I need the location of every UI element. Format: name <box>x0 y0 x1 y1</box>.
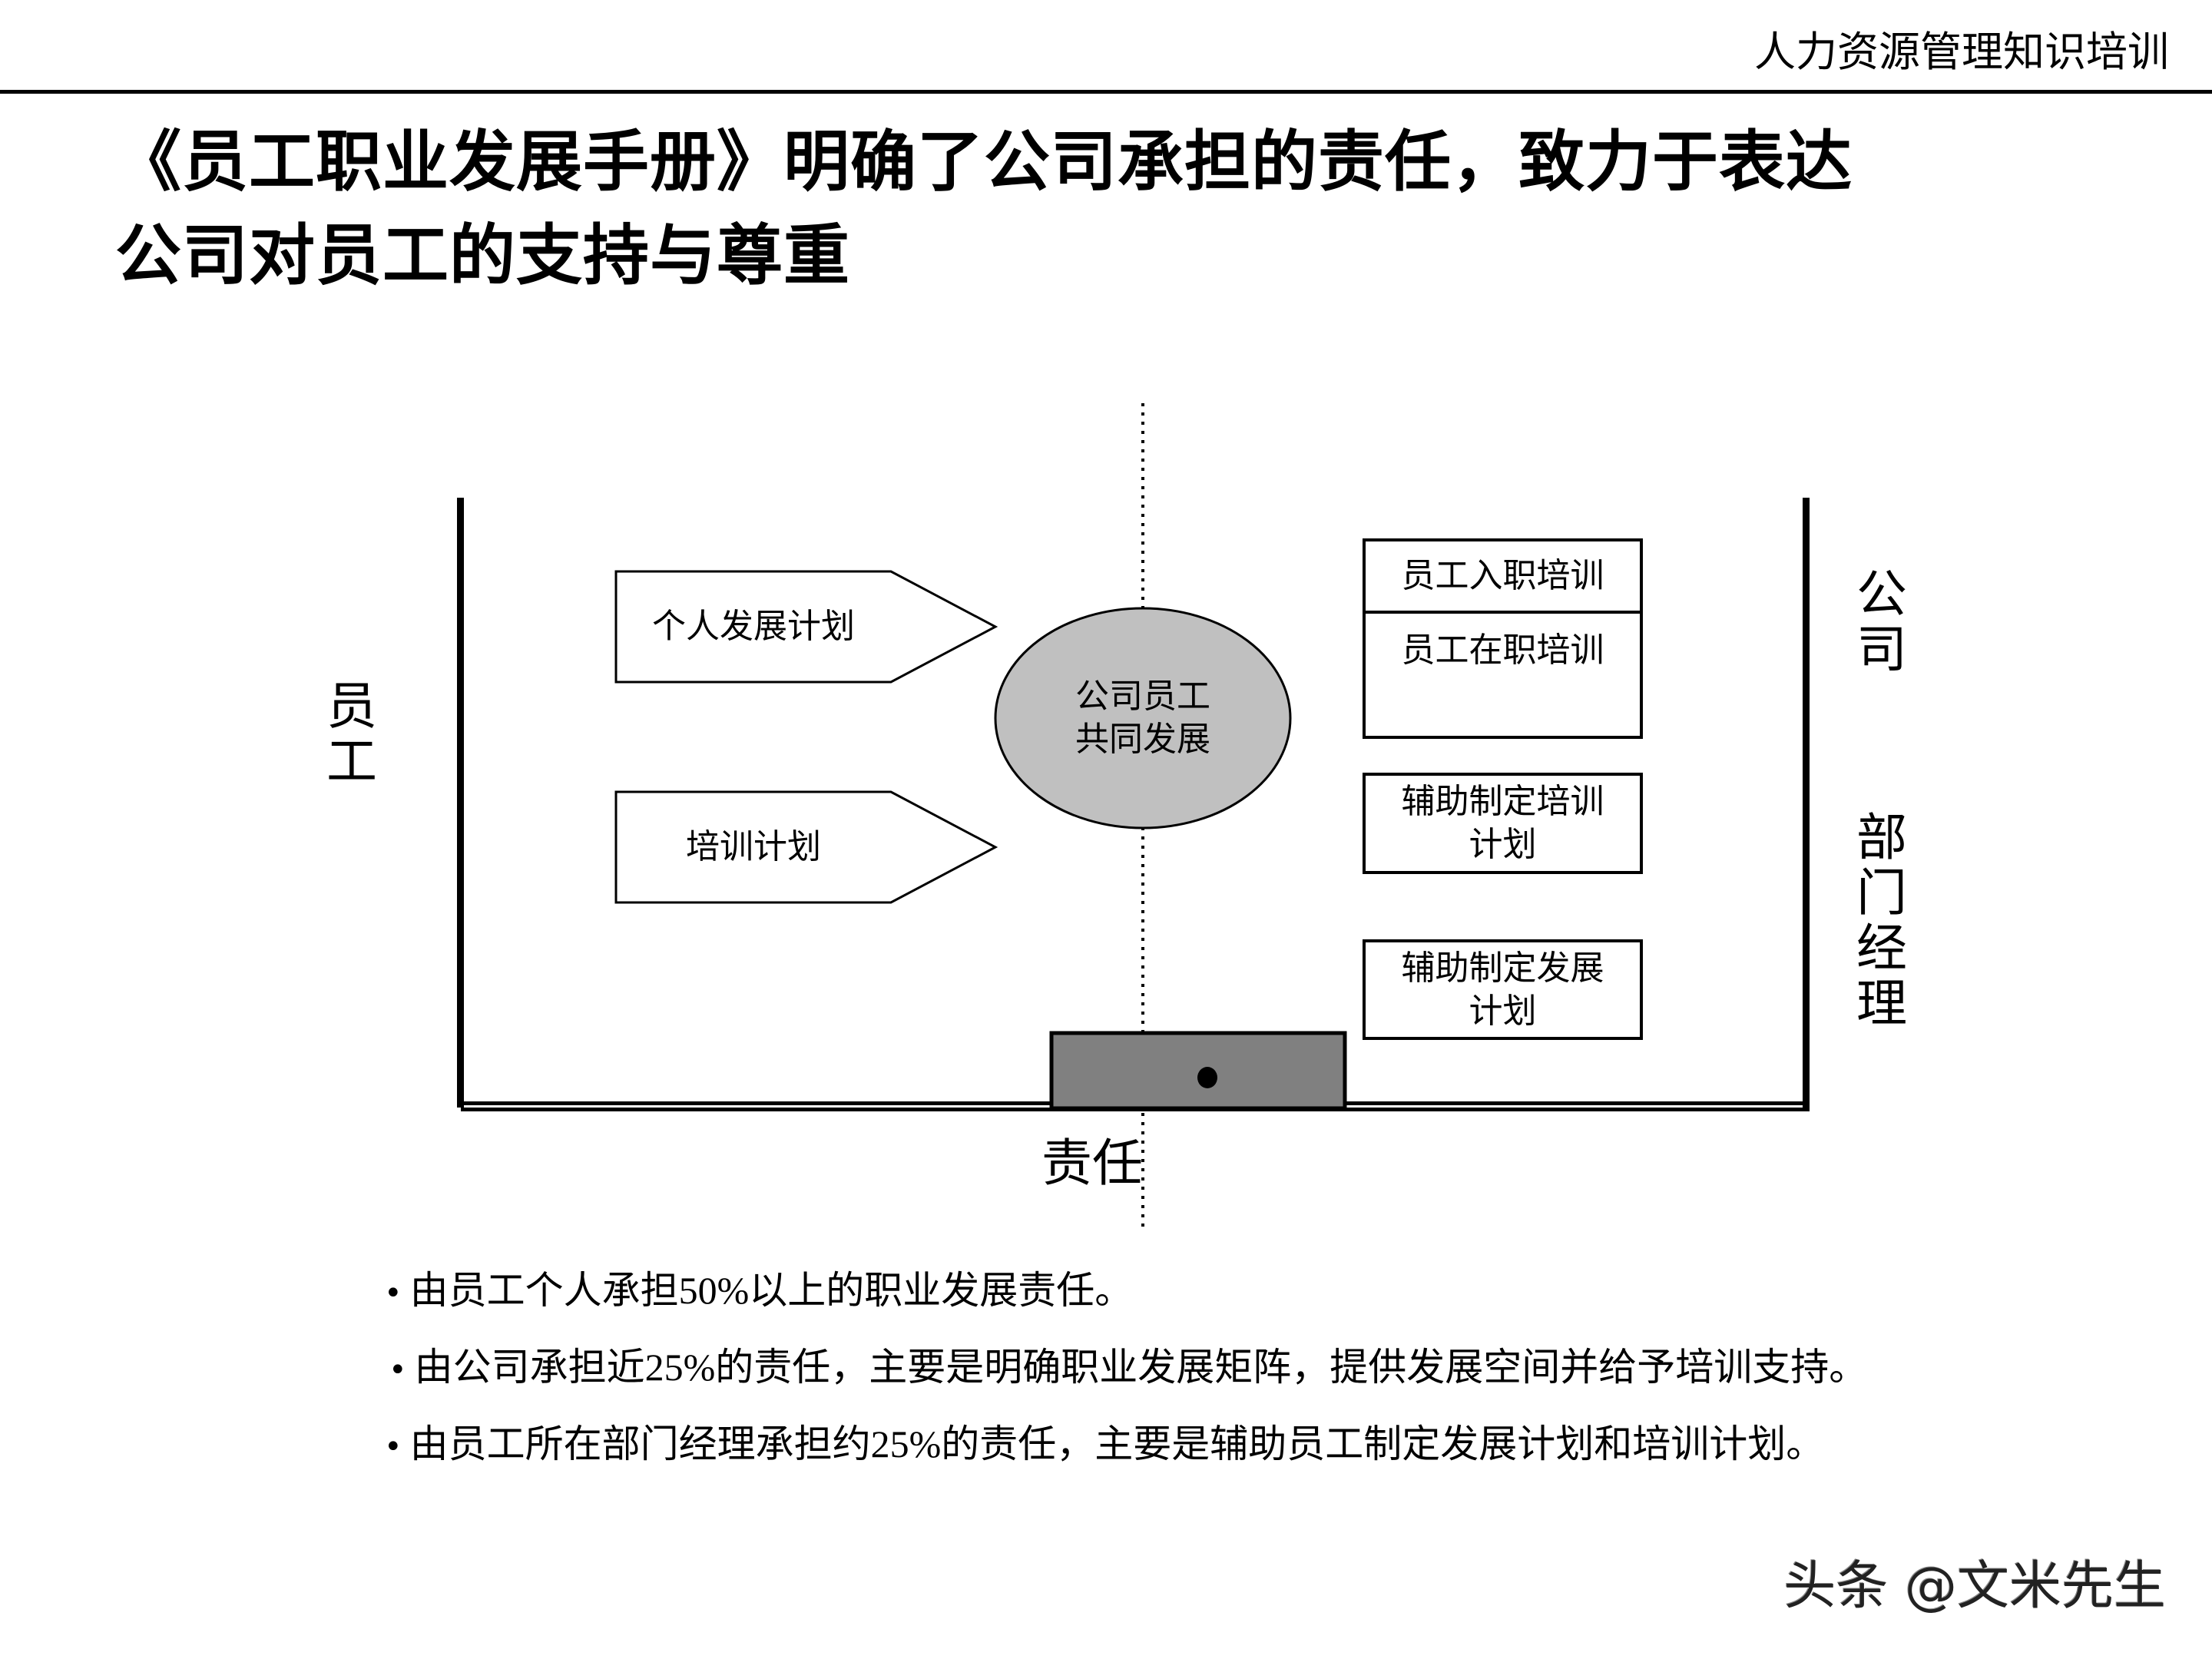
arrow-training-plan-label: 培训计划 <box>686 827 821 866</box>
bullet-item: •由公司承担近25%的责任，主要是明确职业发展矩阵，提供发展空间并给予培训支持。 <box>389 1344 1867 1393</box>
bullet-text: 的责任，主要是辅助员工制定发展计划和培训计划。 <box>941 1422 1825 1466</box>
box-onboarding-training-label: 员工入职培训 <box>1401 556 1604 595</box>
box-assist-development-plan-label: 辅助制定发展 计划 <box>1364 941 1641 1038</box>
fulcrum-block <box>1049 1031 1347 1111</box>
shared-development-ellipse <box>994 607 1292 830</box>
shared-development-line-1: 公司员工 <box>1075 677 1210 716</box>
box-onjob-training-label: 员工在职培训 <box>1401 631 1604 670</box>
bullet-item: •由员工个人承担50%以上的职业发展责任。 <box>384 1267 1133 1316</box>
bullet-text: 以上的职业发展责任。 <box>749 1268 1134 1313</box>
manager-side-label: 部门经理 <box>1856 808 1907 1033</box>
assist-training-line-1: 辅助制定培训 <box>1401 782 1604 821</box>
slide-title-line-2: 公司对员工的支持与尊重 <box>115 217 850 294</box>
box-assist-training-plan-label: 辅助制定培训 计划 <box>1364 774 1641 873</box>
box-assist-development-plan <box>1363 939 1643 1040</box>
employee-side-wall <box>457 498 464 1108</box>
slide-title-line-1: 《员工职业发展手册》明确了公司承担的责任，致力于表达 <box>115 124 1853 200</box>
arrow-training-plan <box>614 790 998 904</box>
box-assist-training-plan <box>1363 773 1643 874</box>
bullet-text: 由员工所在部门经理承担约 <box>409 1422 871 1466</box>
bullet-item: •由员工所在部门经理承担约25%的责任，主要是辅助员工制定发展计划和培训计划。 <box>384 1421 1824 1470</box>
bullet-percent: 25% <box>644 1346 716 1389</box>
arrow-personal-plan-label: 个人发展计划 <box>652 607 855 646</box>
employee-side-label: 员工 <box>326 677 377 791</box>
assist-development-line-1: 辅助制定发展 <box>1401 948 1604 988</box>
shared-development-label: 公司员工 共同发展 <box>995 672 1290 764</box>
shared-development-line-2: 共同发展 <box>1075 720 1210 759</box>
bullet-dot-icon: • <box>384 1275 402 1311</box>
header-divider <box>0 90 2212 94</box>
assist-training-line-2: 计划 <box>1469 825 1537 864</box>
box-onjob-training <box>1363 611 1643 739</box>
responsibility-axis-label: 责任 <box>1041 1134 1143 1193</box>
arrow-personal-plan <box>614 570 998 684</box>
company-side-wall <box>1803 498 1810 1108</box>
header-title: 人力资源管理知识培训 <box>1754 28 2169 76</box>
bullet-percent: 25% <box>870 1422 942 1465</box>
slide-title: 《员工职业发展手册》明确了公司承担的责任，致力于表达 公司对员工的支持与尊重 <box>115 115 2189 303</box>
bullet-text: 由公司承担近 <box>414 1345 645 1389</box>
assist-development-line-2: 计划 <box>1469 991 1537 1031</box>
bullet-dot-icon: • <box>384 1429 402 1465</box>
bullet-percent: 50% <box>678 1269 750 1312</box>
watermark: 头条 @文米先生 <box>1783 1556 2166 1617</box>
bullet-text: 由员工个人承担 <box>409 1268 679 1313</box>
fulcrum-dot <box>1197 1067 1217 1088</box>
company-side-label: 公司 <box>1856 565 1907 679</box>
bullet-dot-icon: • <box>389 1352 407 1388</box>
bullet-text: 的责任，主要是明确职业发展矩阵，提供发展空间并给予培训支持。 <box>715 1345 1868 1389</box>
